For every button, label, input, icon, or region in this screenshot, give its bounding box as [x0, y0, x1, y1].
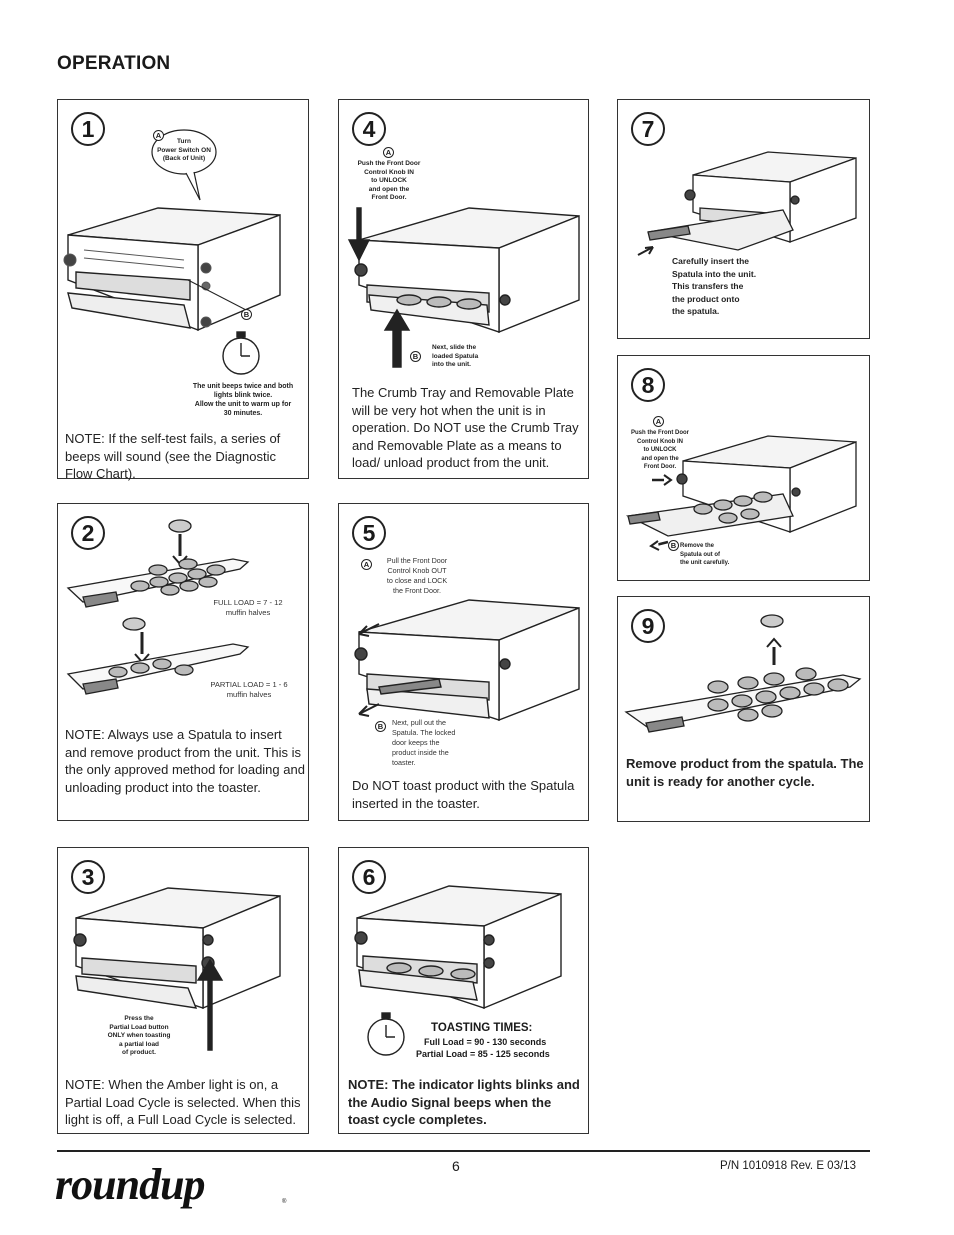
callout-a-text: Push the Front Door Control Knob IN to U… [357, 160, 421, 201]
spatula-illustration [66, 519, 250, 695]
part-number: P/N 1010918 Rev. E 03/13 [720, 1160, 856, 1172]
step-number: 6 [352, 860, 386, 894]
step-5-panel: 5 A Pull the Front Door Control Knob OUT… [338, 503, 589, 821]
callout-a-badge: A [153, 130, 164, 141]
step-note: NOTE: The indicator lights blinks and th… [348, 1077, 580, 1127]
callout-b-badge: B [375, 721, 386, 732]
toaster-illustration [637, 151, 857, 256]
callout-b-text: Remove the Spatula out of the unit caref… [680, 543, 730, 566]
step-note: NOTE: Always use a Spatula to insert and… [65, 727, 305, 795]
callout-b-text: Next, pull out the Spatula. The locked d… [392, 718, 456, 767]
step-1-panel: 1 A Turn Power Switch ON (Back of Unit) … [57, 99, 309, 481]
step-8-panel: 8 A Push the Front Door Control Knob IN … [617, 355, 870, 581]
step-number: 5 [352, 516, 386, 550]
page-number: 6 [452, 1158, 460, 1174]
callout-b-badge: B [241, 309, 252, 320]
step-caption: Carefully insert the Spatula into the un… [672, 256, 757, 316]
callout-a-text: Pull the Front Door Control Knob OUT to … [386, 556, 448, 595]
toaster-illustration [347, 207, 580, 368]
toaster-illustration [354, 599, 580, 722]
step-9-panel: 9 Remove product from the spatula. The u… [617, 596, 870, 822]
step-6-panel: 6 TOASTING TIMES: Full Load = 90 - 130 s… [338, 847, 589, 1134]
toaster-illustration [63, 129, 281, 375]
step-4-panel: 4 A Push the Front Door Control Knob IN … [338, 99, 589, 479]
callout-a-text: Push the Front Door Control Knob IN to U… [631, 430, 689, 470]
roundup-logo: roundup [55, 1160, 206, 1209]
step-note: Remove product from the spatula. The uni… [626, 756, 864, 789]
full-load-label: FULL LOAD = 7 - 12 muffin halves [213, 598, 283, 617]
step-number: 4 [352, 112, 386, 146]
callout-a-badge: A [653, 416, 664, 427]
toaster-illustration [73, 887, 281, 1051]
toasting-times-partial: Partial Load = 85 - 125 seconds [416, 1049, 550, 1059]
callout-a-badge: A [361, 559, 372, 570]
page-title: OPERATION [57, 53, 171, 74]
step-number: 1 [71, 112, 105, 146]
step-caption: Press the Partial Load button ONLY when … [107, 1015, 171, 1056]
callout-a-text: Turn Power Switch ON (Back of Unit) [157, 138, 211, 162]
toaster-illustration [625, 435, 857, 551]
step-note: The Crumb Tray and Removable Plate will … [352, 385, 579, 470]
step-note: Do NOT toast product with the Spatula in… [352, 778, 575, 811]
toasting-times-full: Full Load = 90 - 130 seconds [424, 1037, 547, 1047]
step-2-panel: 2 FULL LOAD = 7 - 12 muffin halves PARTI… [57, 503, 309, 821]
step-note: NOTE: When the Amber light is on, a Part… [65, 1077, 301, 1127]
step-number: 3 [71, 860, 105, 894]
callout-b-badge: B [410, 351, 421, 362]
callout-b-text: Next, slide the loaded Spatula into the … [432, 344, 479, 368]
partial-load-label: PARTIAL LOAD = 1 - 6 muffin halves [210, 680, 288, 699]
step-number: 9 [631, 609, 665, 643]
toasting-times-title: TOASTING TIMES: [431, 1022, 533, 1034]
callout-a-badge: A [383, 147, 394, 158]
footer-divider [57, 1150, 870, 1152]
callout-b-badge: B [668, 540, 679, 551]
step-3-panel: 3 Press the Partial Load button ONLY whe… [57, 847, 309, 1134]
step-number: 2 [71, 516, 105, 550]
step-caption: The unit beeps twice and both lights bli… [192, 383, 294, 417]
spatula-illustration [624, 614, 862, 733]
registered-mark: ® [282, 1199, 287, 1205]
step-number: 7 [631, 112, 665, 146]
step-7-panel: 7 Carefully insert the Spatula into the … [617, 99, 870, 339]
toaster-illustration [354, 885, 562, 1056]
step-note: NOTE: If the self-test fails, a series o… [65, 431, 281, 481]
step-number: 8 [631, 368, 665, 402]
